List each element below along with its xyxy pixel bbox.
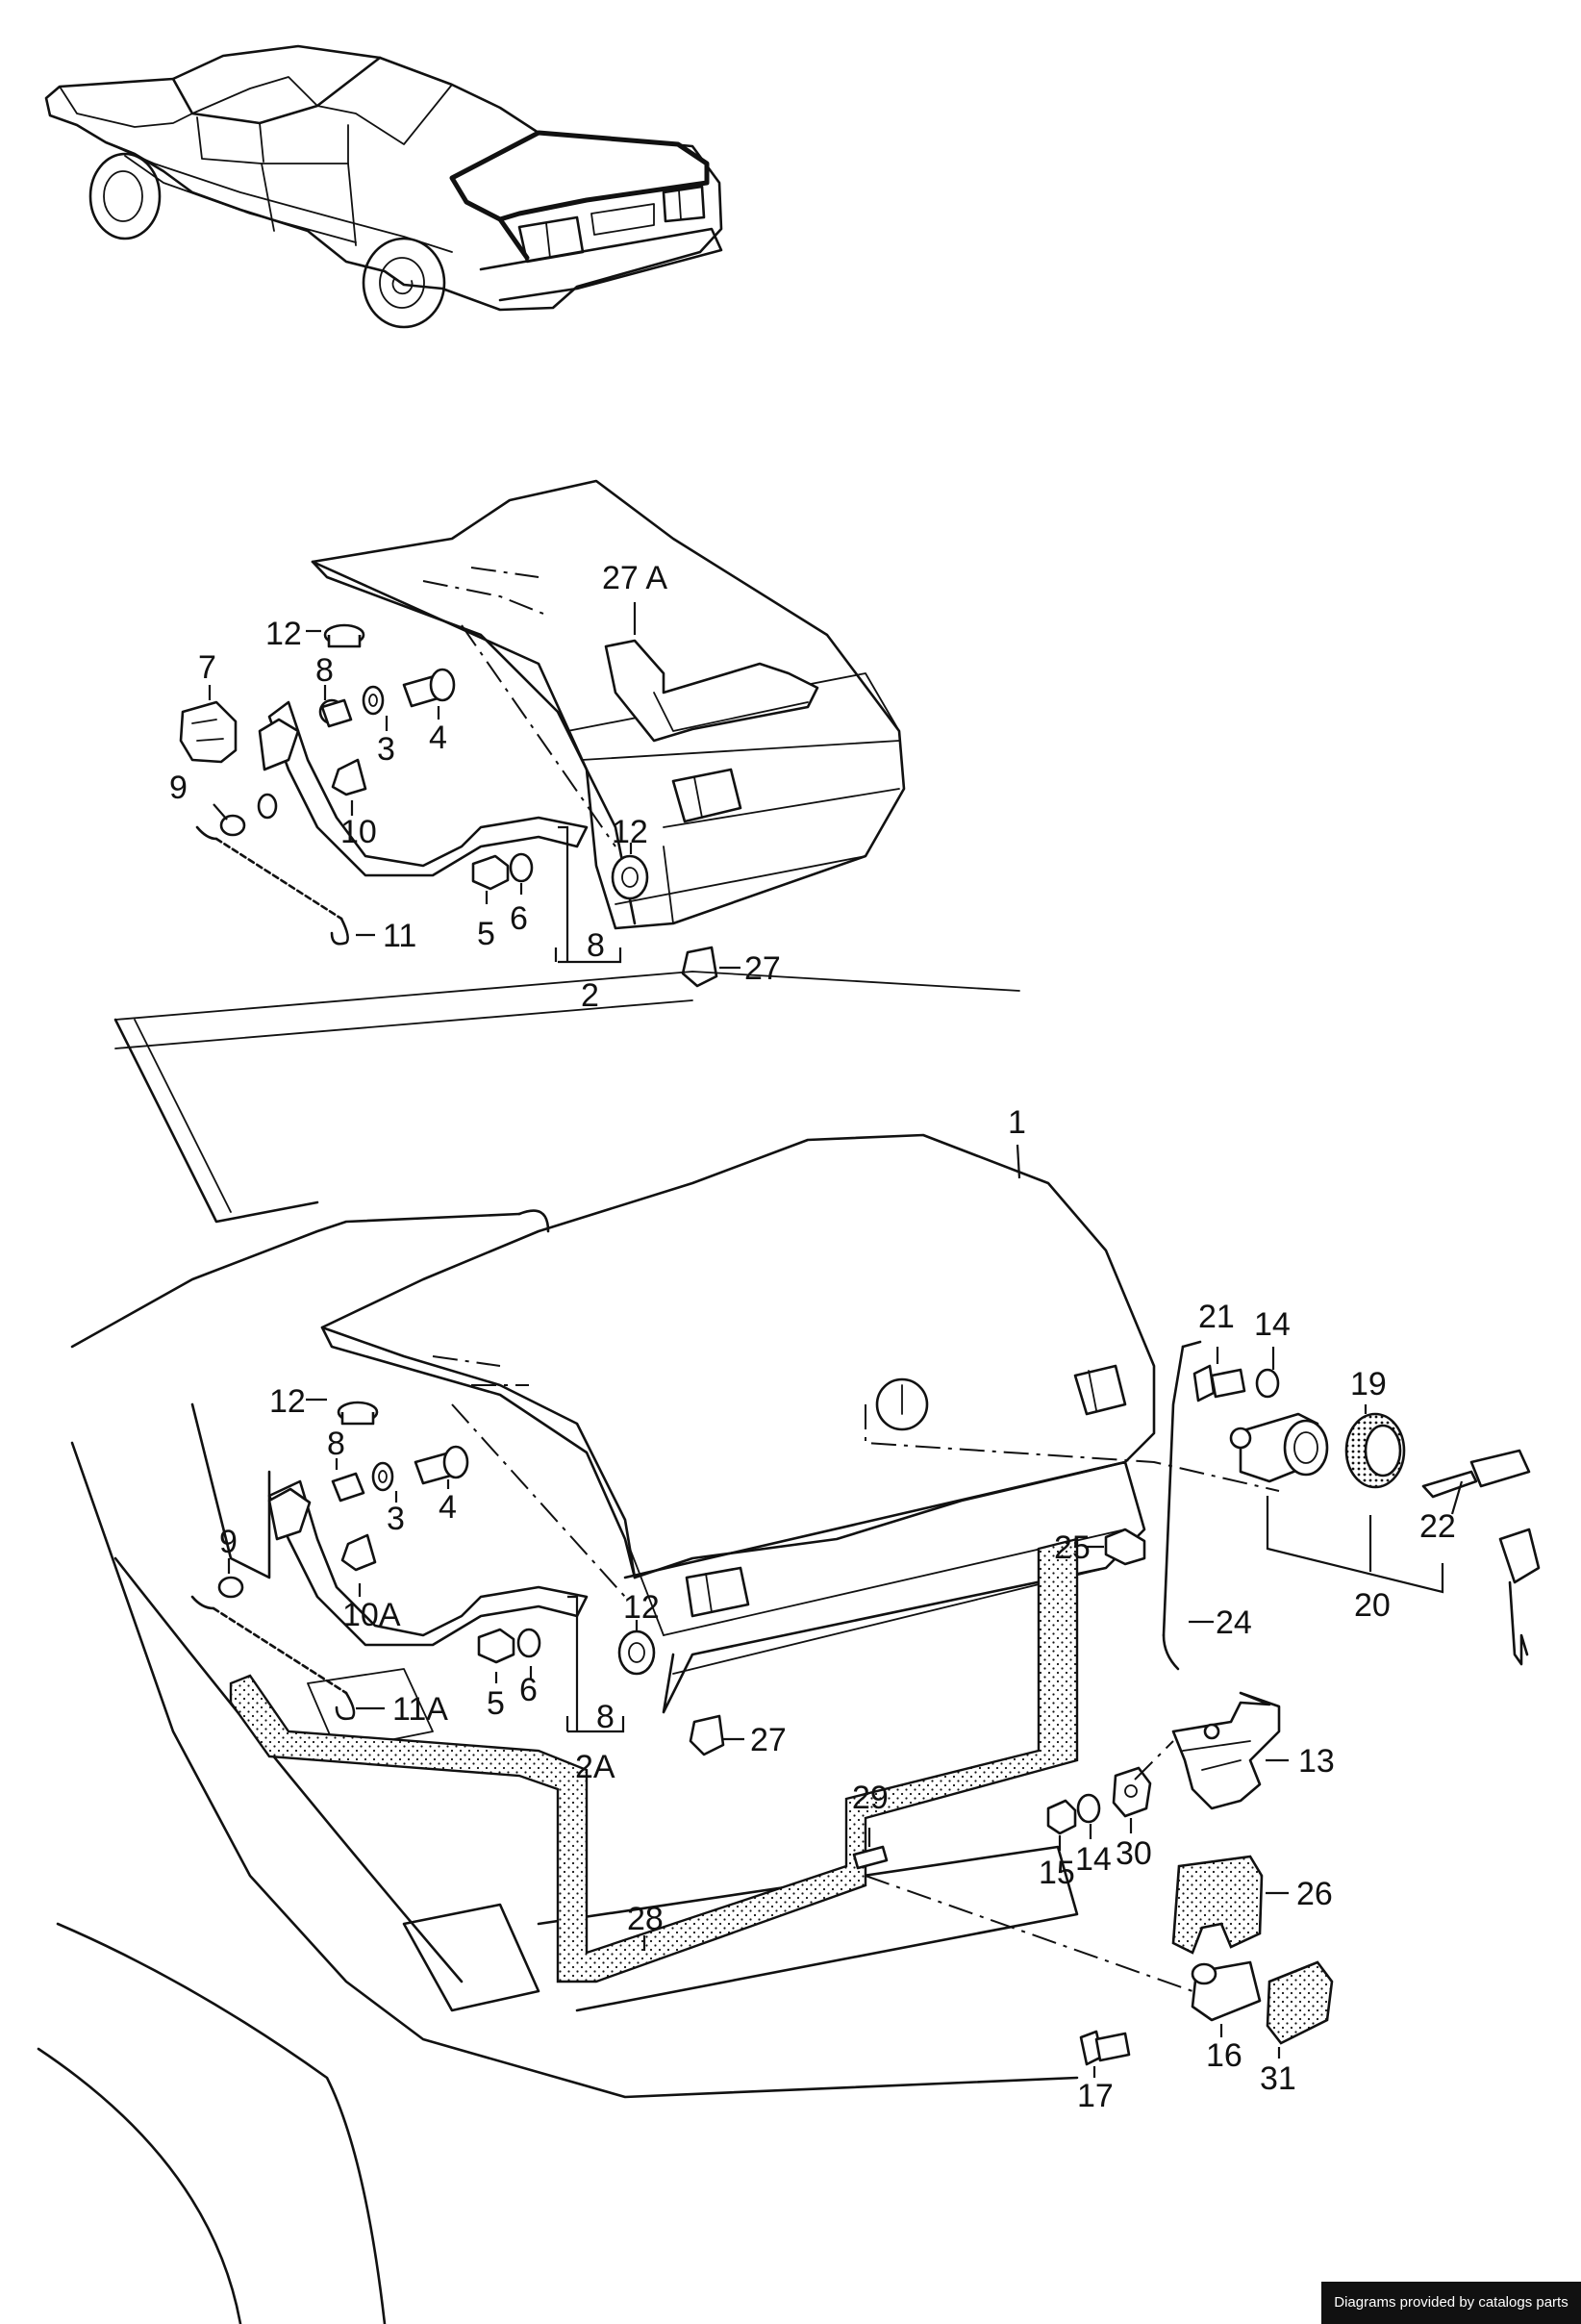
callout-labels: 27 A 12 7 8 3 4 9 10 12 5 6 11 8 2 27 1 … [169,560,1456,2114]
callout-8-upper-b: 8 [587,927,605,964]
callout-19-lower: 19 [1350,1366,1387,1402]
callout-17-lower: 17 [1077,2078,1114,2114]
callout-5-upper: 5 [477,916,495,952]
credit-text: Diagrams provided by catalogs parts [1334,2294,1568,2311]
callout-8-lower-b: 8 [596,1699,615,1735]
callout-26-lower: 26 [1296,1876,1333,1912]
callout-27-lower: 27 [750,1722,787,1758]
callout-14-lower-b: 14 [1075,1841,1112,1878]
callout-2-upper: 2 [581,977,599,1014]
callout-10-upper: 10 [340,814,377,850]
callout-4-lower: 4 [439,1489,457,1526]
callout-7-upper: 7 [198,649,216,686]
callout-14-lower-a: 14 [1254,1306,1291,1343]
callout-20-lower: 20 [1354,1587,1391,1624]
callout-6-lower: 6 [519,1672,538,1708]
callout-4-upper: 4 [429,720,447,756]
callout-8-upper-a: 8 [315,652,334,689]
callout-5-lower: 5 [487,1685,505,1722]
callout-1-lower: 1 [1008,1104,1026,1141]
callout-24-lower: 24 [1216,1604,1252,1641]
callout-2a-lower: 2A [575,1749,615,1785]
spring-part [195,825,349,946]
callout-25-lower: 25 [1054,1529,1091,1566]
callout-11a-lower: 11A [392,1691,448,1728]
upper-exploded-view [179,479,906,988]
callout-8-lower-a: 8 [327,1426,345,1462]
callout-6-upper: 6 [510,900,528,937]
callout-12-upper-b: 12 [612,814,648,850]
lower-exploded-view [37,971,1541,2324]
callout-12-lower-b: 12 [623,1589,660,1626]
callout-3-lower: 3 [387,1501,405,1537]
callout-10a-lower: 10A [342,1597,401,1633]
credit-badge: Diagrams provided by catalogs parts [1321,2282,1581,2324]
callout-12-lower-a: 12 [269,1383,306,1420]
callout-9-upper: 9 [169,770,188,806]
callout-22-lower: 22 [1419,1508,1456,1545]
callout-3-upper: 3 [377,731,395,768]
callout-31-lower: 31 [1260,2060,1296,2097]
callout-leaders [208,602,1464,2078]
callout-27-upper: 27 [744,950,781,987]
callout-15-lower: 15 [1039,1855,1075,1891]
callout-11-upper: 11 [383,918,416,954]
callout-27a-upper: 27 A [602,560,667,596]
callout-9-lower: 9 [219,1524,238,1560]
callout-29-lower: 29 [852,1780,889,1816]
car-locator-illustration [44,44,723,329]
callout-30-lower: 30 [1116,1835,1152,1872]
callout-28-lower: 28 [627,1901,664,1937]
callout-16-lower: 16 [1206,2037,1242,2074]
callout-12-upper-a: 12 [265,616,302,652]
callout-13-lower: 13 [1298,1743,1335,1780]
callout-21-lower: 21 [1198,1299,1235,1335]
